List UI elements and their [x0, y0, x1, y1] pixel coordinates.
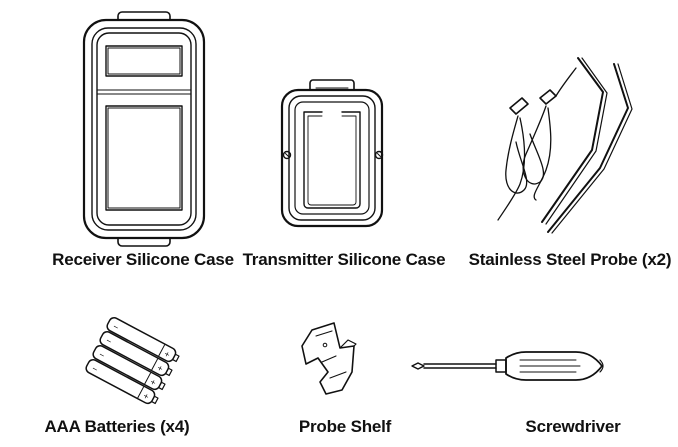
- screwdriver-drawing: [411, 351, 604, 381]
- transmitter-case-drawing: [280, 79, 384, 228]
- svg-text:−: −: [111, 321, 120, 332]
- svg-text:+: +: [141, 391, 150, 402]
- svg-text:−: −: [104, 335, 113, 346]
- stainless-steel-probe-label: Stainless Steel Probe (x2): [468, 250, 672, 269]
- receiver-case-drawing: [82, 11, 206, 247]
- svg-text:+: +: [162, 349, 171, 360]
- probes-drawing: [497, 57, 633, 234]
- svg-text:+: +: [148, 377, 157, 388]
- receiver-silicone-case-label: Receiver Silicone Case: [52, 250, 234, 269]
- screwdriver-label: Screwdriver: [525, 417, 621, 436]
- batteries-drawing: − + − + − + − +: [85, 317, 180, 405]
- svg-text:−: −: [90, 363, 99, 374]
- svg-text:−: −: [97, 349, 106, 360]
- transmitter-silicone-case-label: Transmitter Silicone Case: [242, 250, 446, 269]
- probe-shelf-label: Probe Shelf: [298, 417, 392, 436]
- probe-shelf-drawing: [301, 322, 357, 395]
- svg-text:+: +: [155, 363, 164, 374]
- aaa-batteries-label: AAA Batteries (x4): [44, 417, 190, 436]
